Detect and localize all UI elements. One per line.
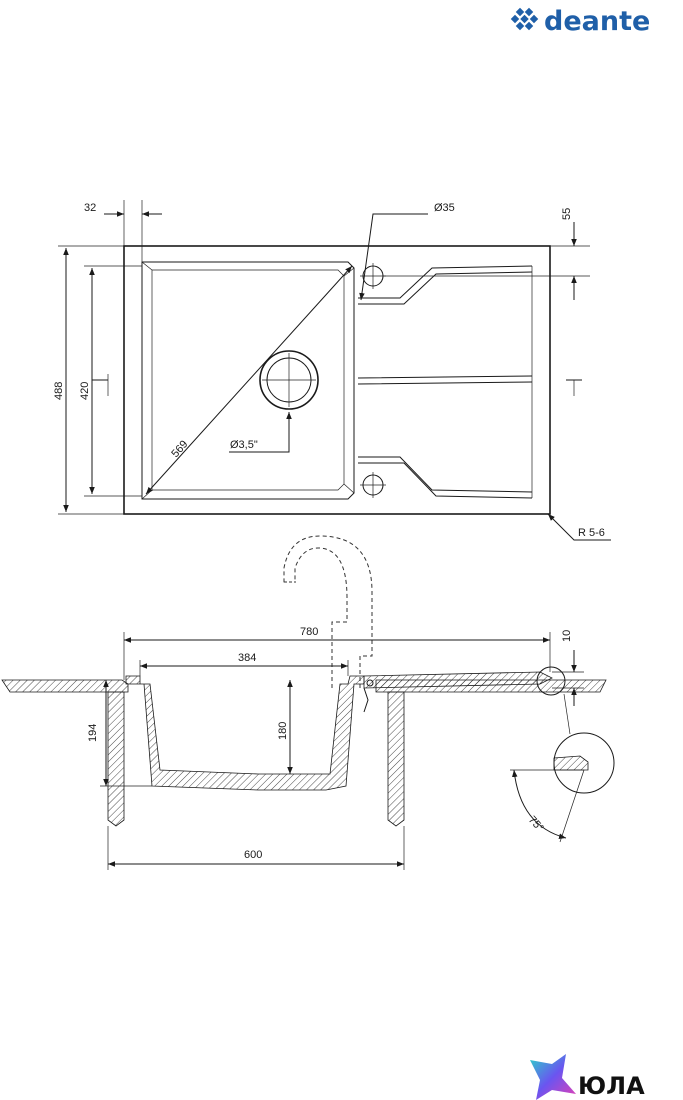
dim-drain: Ø35 (434, 202, 455, 214)
deante-logo-mark (510, 7, 539, 31)
dim-cabinet: 600 (244, 849, 262, 861)
sink-deck (363, 671, 553, 689)
dim-angle: 75° (526, 814, 546, 834)
dim-waste: Ø3,5" (230, 439, 258, 451)
deante-logo: deante (510, 6, 650, 37)
dim-total-width: 780 (300, 626, 318, 638)
edge-detail-marker (536, 666, 566, 696)
drainer-groove-middle (357, 375, 533, 385)
faucet-outline (294, 547, 348, 688)
dim-height-outer: 488 (53, 382, 65, 400)
jula-logo-mark (530, 1054, 576, 1100)
drainer-groove-bottom (358, 456, 533, 499)
sink-outline (123, 245, 551, 515)
jula-logo: ЮЛА (530, 1054, 645, 1100)
plan-view: 569 Ø3,5" Ø35 32 55 (53, 200, 611, 541)
dim-thickness: 10 (561, 630, 573, 642)
dim-bowl-width: 384 (238, 652, 256, 664)
dim-height-bowl: 420 (79, 382, 91, 400)
dim-radius: R 5-6 (578, 527, 605, 539)
dim-top-left: 32 (84, 202, 96, 214)
section-view: 75° 780 384 10 180 194 600 (1, 535, 615, 870)
countertop-left (1, 679, 129, 693)
footer-brand-name: ЮЛА (578, 1072, 645, 1100)
dim-total-depth: 194 (87, 724, 99, 742)
waste-outer (259, 350, 319, 410)
brand-name: deante (544, 6, 650, 37)
cabinet-wall-left (107, 691, 125, 827)
dim-diagonal: 569 (169, 438, 190, 460)
sink-section (125, 675, 365, 791)
drainer-groove-top (358, 265, 533, 305)
dim-bowl-depth: 180 (277, 722, 289, 740)
dim-right-top: 55 (561, 208, 573, 220)
cabinet-wall-right (387, 691, 405, 827)
